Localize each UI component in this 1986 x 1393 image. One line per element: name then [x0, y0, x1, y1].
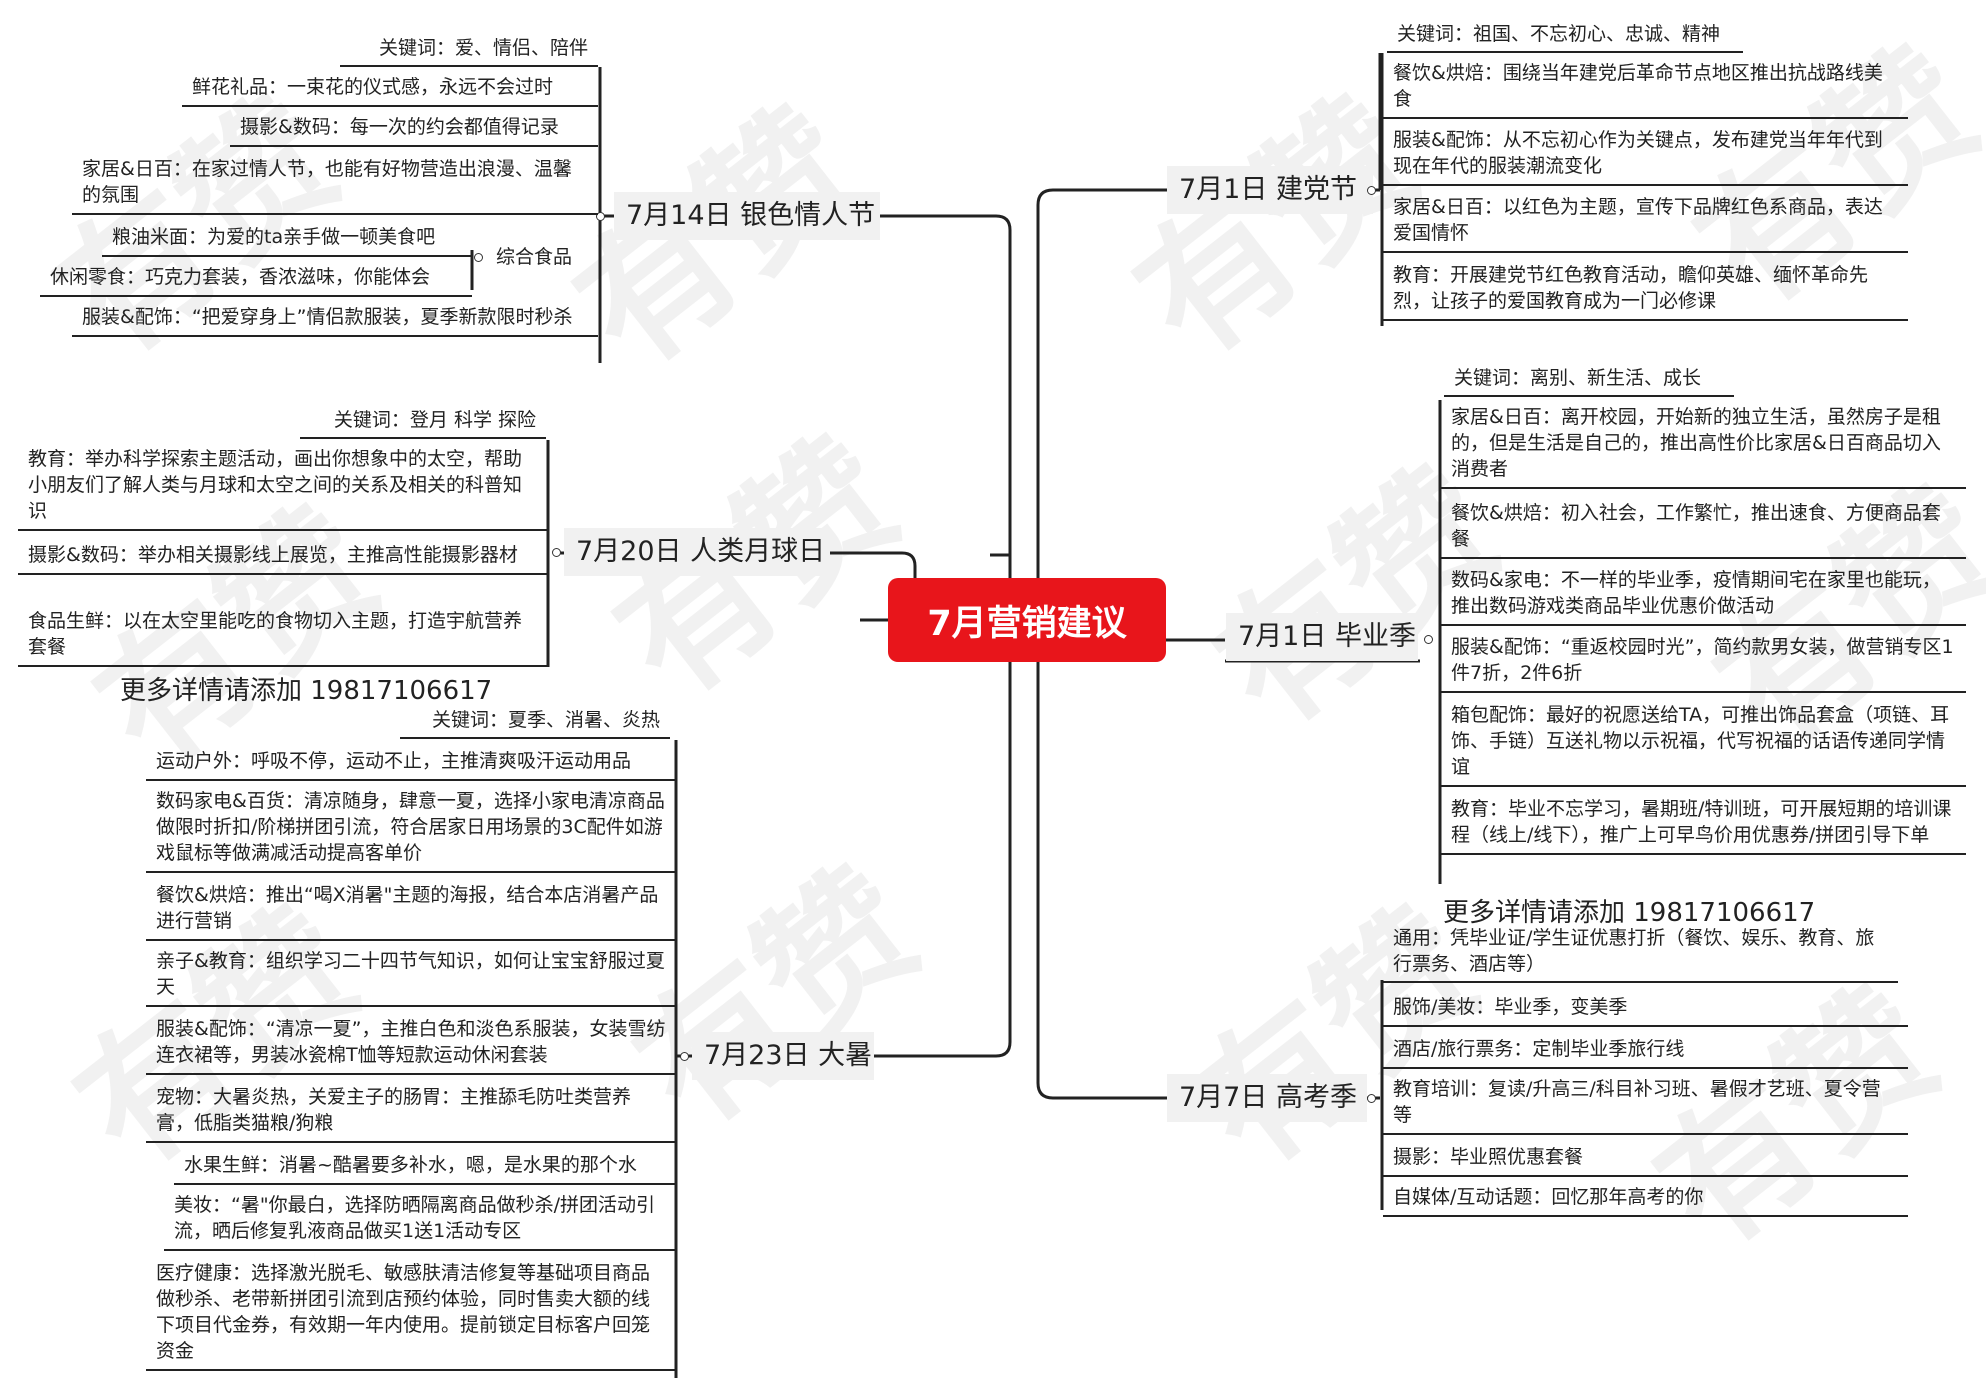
leaf-biye-3[interactable]: 数码&家电：不一样的毕业季，疫情期间宅在家里也能玩，推出数码游戏类商品毕业优惠价…: [1441, 563, 1966, 626]
leaf-biye-5[interactable]: 箱包配饰：最好的祝愿送给TA，可推出饰品套盒（项链、耳饰、手链）互送礼物以示祝福…: [1441, 698, 1966, 787]
leaf-yueqiu-3[interactable]: 食品生鲜：以在太空里能吃的食物切入主题，打造宇航营养套餐: [18, 604, 548, 667]
leaf-dashu-8[interactable]: 美妆：“暑"你最白，选择防晒隔离商品做秒杀/拼团活动引流，晒后修复乳液商品做买1…: [164, 1188, 676, 1251]
leaf-qingrenjie-1[interactable]: 鲜花礼品：一束花的仪式感，永远不会过时: [182, 70, 598, 107]
leaf-dashu-6[interactable]: 宠物：大暑炎热，关爱主子的肠胃：主推舔毛防吐类营养膏，低脂类猫粮/狗粮: [146, 1080, 676, 1143]
branch-biye[interactable]: 7月1日 毕业季: [1226, 613, 1418, 661]
collapse-toggle-icon[interactable]: [474, 253, 483, 262]
leaf-gaokao-2[interactable]: 酒店/旅行票务：定制毕业季旅行线: [1383, 1032, 1908, 1069]
leaf-qingrenjie-food-1[interactable]: 粮油米面：为爱的ta亲手做一顿美食吧: [102, 220, 472, 257]
keywords-jiandang: 关键词：祖国、不忘初心、忠诚、精神: [1387, 18, 1743, 53]
leaf-biye-1[interactable]: 家居&日百：离开校园，开始新的独立生活，虽然房子是租的，但是生活是自己的，推出高…: [1441, 400, 1966, 489]
leaf-jiandang-4[interactable]: 教育：开展建党节红色教育活动，瞻仰英雄、缅怀革命先烈，让孩子的爱国教育成为一门必…: [1383, 258, 1908, 321]
leaf-dashu-7[interactable]: 水果生鲜：消暑~酷暑要多补水，嗯，是水果的那个水: [174, 1148, 676, 1185]
leaf-qingrenjie-food-2[interactable]: 休闲零食：巧克力套装，香浓滋味，你能体会: [40, 260, 472, 297]
leaf-biye-4[interactable]: 服装&配饰：“重返校园时光”，简约款男女装，做营销专区1件7折，2件6折: [1441, 630, 1966, 693]
more-info-left: 更多详情请添加 19817106617: [120, 676, 493, 706]
branch-yueqiu[interactable]: 7月20日 人类月球日: [564, 528, 830, 576]
branch-dashu[interactable]: 7月23日 大暑: [692, 1032, 874, 1080]
collapse-toggle-icon[interactable]: [1367, 1094, 1376, 1103]
leaf-dashu-2[interactable]: 数码家电&百货：清凉随身，肆意一夏，选择小家电清凉商品做限时折扣/阶梯拼团引流，…: [146, 784, 676, 873]
leaf-biye-6[interactable]: 教育：毕业不忘学习，暑期班/特训班，可开展短期的培训课程（线上/线下），推广上可…: [1441, 792, 1966, 855]
leaf-dashu-1[interactable]: 运动户外：呼吸不停，运动不止，主推清爽吸汗运动用品: [146, 744, 676, 781]
leaf-jiandang-1[interactable]: 餐饮&烘焙：围绕当年建党后革命节点地区推出抗战路线美食: [1383, 56, 1908, 119]
collapse-toggle-icon[interactable]: [552, 548, 561, 557]
leaf-jiandang-3[interactable]: 家居&日百：以红色为主题，宣传下品牌红色系商品，表达爱国情怀: [1383, 190, 1908, 253]
leaf-biye-2[interactable]: 餐饮&烘焙：初入社会，工作繁忙，推出速食、方便商品套餐: [1441, 496, 1966, 559]
collapse-toggle-icon[interactable]: [680, 1052, 689, 1061]
leaf-qingrenjie-2[interactable]: 摄影&数码：每一次的约会都值得记录: [230, 110, 598, 147]
sub-group-food[interactable]: 综合食品: [496, 246, 573, 268]
keywords-gaokao: 通用：凭毕业证/学生证优惠打折（餐饮、娱乐、教育、旅行票务、酒店等）: [1383, 922, 1898, 983]
branch-jiandang[interactable]: 7月1日 建党节: [1167, 166, 1373, 214]
leaf-gaokao-1[interactable]: 服饰/美妆：毕业季，变美季: [1383, 990, 1908, 1027]
leaf-gaokao-5[interactable]: 自媒体/互动话题：回忆那年高考的你: [1383, 1180, 1908, 1217]
leaf-jiandang-2[interactable]: 服装&配饰：从不忘初心作为关键点，发布建党当年年代到现在年代的服装潮流变化: [1383, 123, 1908, 186]
leaf-qingrenjie-4[interactable]: 服装&配饰：“把爱穿身上”情侣款服装，夏季新款限时秒杀: [72, 300, 598, 337]
collapse-toggle-icon[interactable]: [1424, 635, 1433, 644]
leaf-dashu-9[interactable]: 医疗健康：选择激光脱毛、敏感肤清洁修复等基础项目商品做秒杀、老带新拼团引流到店预…: [146, 1256, 676, 1371]
leaf-gaokao-4[interactable]: 摄影：毕业照优惠套餐: [1383, 1140, 1908, 1177]
leaf-qingrenjie-3[interactable]: 家居&日百：在家过情人节，也能有好物营造出浪漫、温馨的氛围: [72, 152, 598, 215]
collapse-toggle-icon[interactable]: [596, 212, 605, 221]
keywords-yueqiu: 关键词：登月 科学 探险: [300, 404, 546, 439]
leaf-dashu-5[interactable]: 服装&配饰：“清凉一夏”，主推白色和淡色系服装，女装雪纺连衣裙等，男装冰瓷棉T恤…: [146, 1012, 676, 1075]
branch-qingrenjie[interactable]: 7月14日 银色情人节: [614, 192, 880, 240]
branch-gaokao[interactable]: 7月7日 高考季: [1167, 1074, 1367, 1122]
more-info-right: 更多详情请添加 19817106617: [1443, 898, 1816, 928]
center-topic[interactable]: 7月营销建议: [888, 578, 1166, 662]
leaf-yueqiu-1[interactable]: 教育：举办科学探索主题活动，画出你想象中的太空，帮助小朋友们了解人类与月球和太空…: [18, 442, 548, 531]
leaf-dashu-3[interactable]: 餐饮&烘焙：推出“喝X消暑"主题的海报，结合本店消暑产品进行营销: [146, 878, 676, 941]
keywords-qingrenjie: 关键词：爱、情侣、陪伴: [340, 32, 598, 67]
collapse-toggle-icon[interactable]: [1367, 186, 1376, 195]
leaf-gaokao-3[interactable]: 教育培训：复读/升高三/科目补习班、暑假才艺班、夏令营等: [1383, 1072, 1908, 1135]
keywords-dashu: 关键词：夏季、消暑、炎热: [400, 704, 670, 739]
leaf-dashu-4[interactable]: 亲子&教育：组织学习二十四节气知识，如何让宝宝舒服过夏天: [146, 944, 676, 1007]
leaf-yueqiu-2[interactable]: 摄影&数码：举办相关摄影线上展览，主推高性能摄影器材: [18, 538, 548, 575]
keywords-biye: 关键词：离别、新生活、成长: [1444, 362, 1734, 397]
